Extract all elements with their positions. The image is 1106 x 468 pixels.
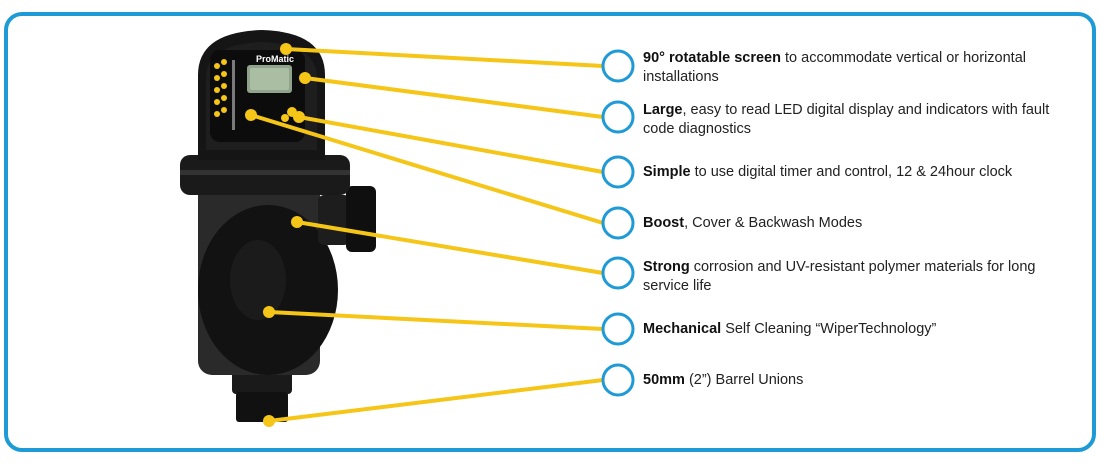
feature-self-cleaning: Mechanical Self Cleaning “WiperTechnolog…: [643, 321, 937, 337]
feature-modes: Boost, Cover & Backwash Modes: [643, 215, 863, 231]
filter-unit-image: [180, 30, 376, 422]
feature-rotatable-screen: 90° rotatable screen to accommodate vert…: [643, 50, 1026, 85]
brand-label: ProMatic: [256, 54, 294, 64]
feature-led-display: Large, easy to read LED digital display …: [643, 102, 1050, 137]
feature-digital-timer: Simple to use digital timer and control,…: [643, 164, 1013, 180]
content-frame: [4, 12, 1096, 452]
feature-bullets: [601, 49, 635, 397]
feature-materials: Strong corrosion and UV-resistant polyme…: [643, 259, 1036, 294]
feature-barrel-unions: 50mm (2”) Barrel Unions: [643, 372, 804, 388]
callout-lines: [249, 47, 605, 423]
callout-dots: [245, 43, 311, 427]
